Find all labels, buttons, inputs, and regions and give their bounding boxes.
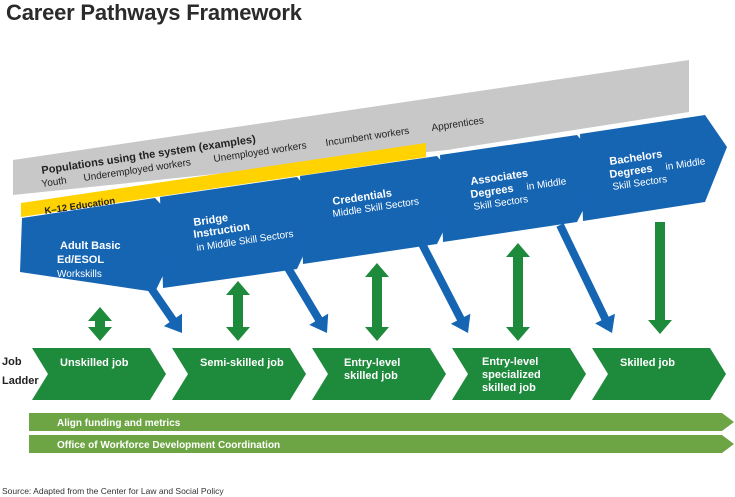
progression-arrow — [506, 243, 530, 341]
population-item: Youth — [41, 175, 68, 190]
job-label: specialized — [482, 369, 541, 381]
job-label: Semi-skilled job — [200, 357, 284, 369]
source-note: Source: Adapted from the Center for Law … — [2, 486, 224, 496]
populations-banner — [13, 60, 689, 195]
job-label: skilled job — [344, 370, 398, 382]
advancement-arrow — [278, 255, 329, 333]
page-title: Career Pathways Framework — [6, 0, 302, 25]
progression-arrow — [226, 281, 250, 341]
job-chevron — [452, 348, 586, 400]
job-ladder-label: Job — [2, 356, 22, 368]
funding-bar — [29, 413, 734, 431]
stage-shape — [300, 156, 465, 264]
stage-shape — [440, 135, 605, 242]
job-ladder: Unskilled job Semi-skilled job Entry-level… — [32, 348, 726, 400]
stage-shape — [580, 115, 727, 221]
stage-subtitle: Workskills — [57, 269, 102, 280]
job-label: Unskilled job — [60, 357, 129, 369]
k12-band — [21, 143, 426, 217]
stage-title: Bridge — [193, 212, 229, 229]
advancement-arrow — [556, 223, 615, 333]
diagonal-arrows — [138, 223, 615, 333]
stage-shape — [20, 198, 185, 292]
job-label: Entry-level — [344, 357, 400, 369]
coordination-bar-label: Office of Workforce Development Coordina… — [57, 440, 280, 451]
education-stages: Adult BasicEd/ESOLWorkskillsBridgeInstru… — [20, 115, 727, 292]
job-chevron — [312, 348, 446, 400]
funding-bar-label: Align funding and metrics — [57, 418, 181, 429]
job-chevron — [592, 348, 726, 400]
advancement-arrow — [416, 238, 471, 333]
job-label: Entry-level — [482, 356, 538, 368]
stage-title: Ed/ESOL — [57, 254, 104, 266]
progression-arrow — [88, 307, 112, 341]
vertical-arrows — [88, 222, 672, 341]
job-chevron — [32, 348, 166, 400]
job-chevron — [172, 348, 306, 400]
job-label: Skilled job — [620, 357, 675, 369]
progression-arrow — [648, 222, 672, 334]
coordination-bar — [29, 435, 734, 453]
job-label: skilled job — [482, 382, 536, 394]
progression-arrow — [365, 263, 389, 341]
job-ladder-label: Ladder — [2, 375, 39, 387]
advancement-arrow — [138, 272, 182, 333]
stage-title: Adult Basic — [60, 240, 121, 252]
